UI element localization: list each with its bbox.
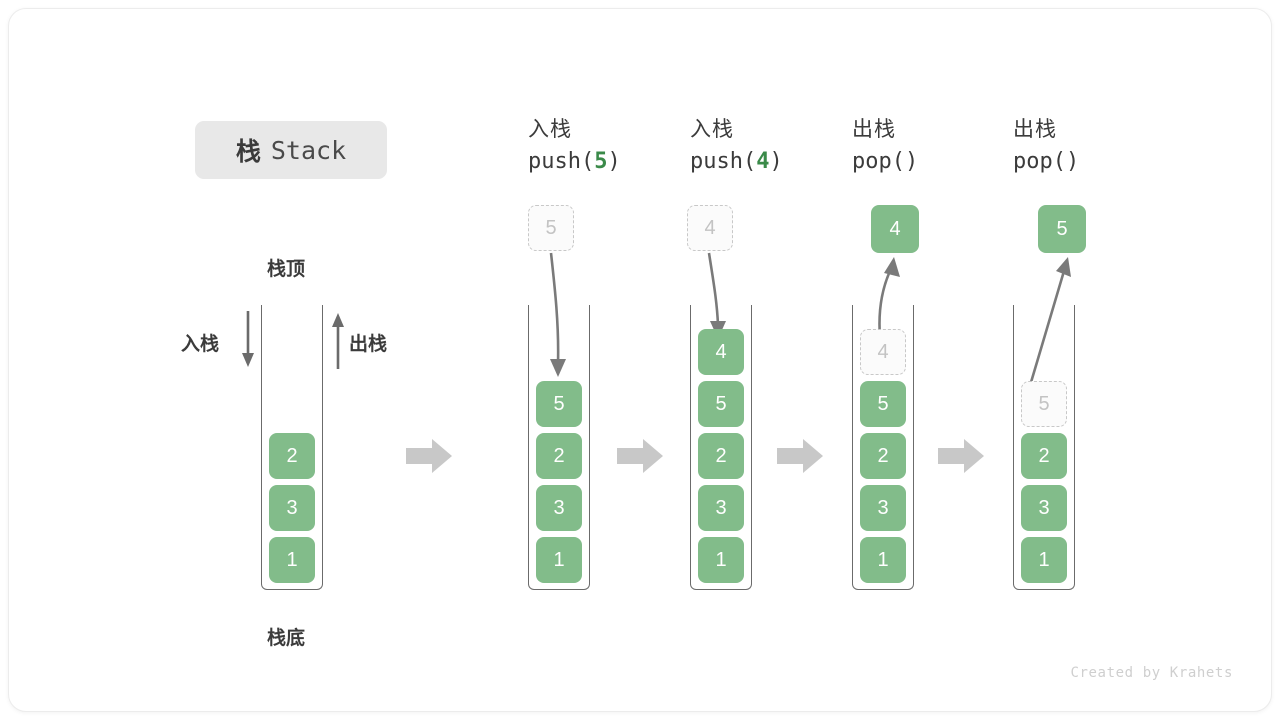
stage-header-cn: 出栈 — [1013, 118, 1057, 141]
stack-cell: 3 — [1021, 485, 1067, 531]
stack-cell: 1 — [1021, 537, 1067, 583]
flow-arrow-icon — [617, 439, 663, 473]
stack-cell: 2 — [269, 433, 315, 479]
stack-cell: 1 — [860, 537, 906, 583]
stage-header-push-4: 入栈 push(4) — [690, 115, 880, 178]
stack-cell: 3 — [698, 485, 744, 531]
pop-direction-arrow — [332, 313, 344, 369]
stack-tube-push-4 — [690, 305, 752, 590]
stack-cell: 2 — [698, 433, 744, 479]
stage-header-push-5: 入栈 push(5) — [528, 115, 718, 178]
floating-cell: 5 — [528, 205, 574, 251]
push-motion-arrow — [549, 252, 566, 377]
fn-prefix: pop( — [852, 149, 905, 174]
stage-header-pop-5: 出栈 pop() — [1013, 115, 1203, 178]
fn-arg: 5 — [594, 149, 608, 174]
stack-cell: 5 — [1021, 381, 1067, 427]
push-direction-label: 入栈 — [181, 334, 220, 355]
floating-cell: 4 — [871, 205, 919, 253]
stack-cell: 4 — [698, 329, 744, 375]
stage-header-fn: pop() — [1013, 145, 1203, 178]
stack-cell: 3 — [536, 485, 582, 531]
stack-bottom-label: 栈底 — [267, 628, 306, 649]
fn-prefix: pop( — [1013, 149, 1066, 174]
stack-cell: 3 — [860, 485, 906, 531]
stack-tube-initial — [261, 305, 323, 590]
stage-header-pop-4: 出栈 pop() — [852, 115, 1042, 178]
stack-cell: 2 — [1021, 433, 1067, 479]
flow-arrow-icon — [938, 439, 984, 473]
stack-top-label: 栈顶 — [267, 259, 306, 280]
stack-cell: 3 — [269, 485, 315, 531]
figure-title-cn: 栈 — [235, 138, 262, 166]
stack-tube-push-5 — [528, 305, 590, 590]
stage-header-cn: 入栈 — [690, 118, 734, 141]
stack-cell: 2 — [536, 433, 582, 479]
stack-cell: 4 — [860, 329, 906, 375]
push-direction-arrow — [242, 311, 254, 367]
pop-motion-arrow — [1027, 257, 1071, 390]
stack-cell: 2 — [860, 433, 906, 479]
stack-cell: 5 — [536, 381, 582, 427]
fn-suffix: ) — [904, 149, 919, 174]
stack-cell: 1 — [698, 537, 744, 583]
stack-cell: 5 — [860, 381, 906, 427]
stage-header-cn: 入栈 — [528, 118, 572, 141]
figure-title-en: Stack — [270, 135, 347, 165]
stack-cell: 5 — [698, 381, 744, 427]
fn-suffix: ) — [607, 149, 621, 174]
stack-cell: 1 — [536, 537, 582, 583]
stack-tube-pop-5 — [1013, 305, 1075, 590]
fn-prefix: push( — [690, 149, 757, 174]
fn-suffix: ) — [769, 149, 783, 174]
stack-tube-pop-4 — [852, 305, 914, 590]
credit-text: Created by Krahets — [1070, 665, 1233, 681]
fn-suffix: ) — [1065, 149, 1080, 174]
flow-arrow-icon — [777, 439, 823, 473]
pop-direction-label: 出栈 — [349, 334, 388, 355]
fn-arg: 4 — [756, 149, 770, 174]
stack-cell: 1 — [269, 537, 315, 583]
figure-title-badge: 栈 Stack — [195, 121, 387, 179]
stage-header-fn: push(4) — [690, 145, 880, 178]
floating-cell: 5 — [1038, 205, 1086, 253]
floating-cell: 4 — [687, 205, 733, 251]
stage-header-cn: 出栈 — [852, 118, 896, 141]
stage-header-fn: push(5) — [528, 145, 718, 178]
fn-prefix: push( — [528, 149, 595, 174]
stage-header-fn: pop() — [852, 145, 1042, 178]
diagram-card: 栈 Stack 栈顶 栈底 入栈 出栈 2 3 1 入栈 push(5) 5 5… — [8, 8, 1272, 712]
flow-arrow-icon — [406, 439, 452, 473]
